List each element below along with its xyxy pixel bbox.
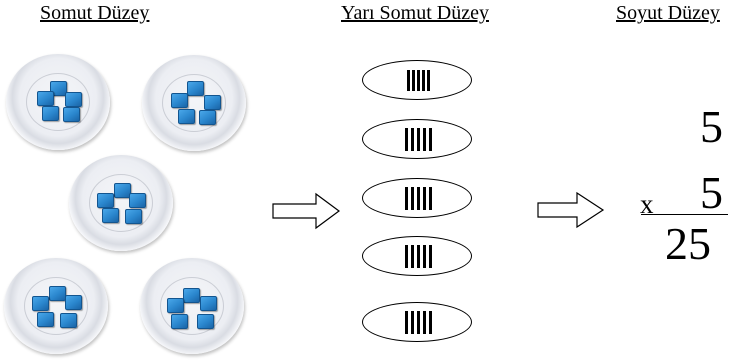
tally-group-oval [362,236,472,276]
tally-group-oval [362,302,472,342]
heading-abstract-level: Soyut Düzey [616,2,720,24]
plate-3 [69,155,173,251]
cube [42,106,59,121]
cube [97,193,114,208]
cube [197,314,214,329]
cube [199,110,216,125]
cube [63,107,80,122]
cube [49,286,66,301]
cube [125,209,142,224]
cube [60,313,77,328]
plate-4 [4,258,108,354]
cube [65,92,82,107]
plate-5 [140,258,244,354]
plate-2 [142,55,246,151]
tally-group-oval [362,60,472,100]
cube [32,296,49,311]
tally-group-oval [362,119,472,159]
tally-marks [405,187,433,210]
cube [187,81,204,96]
plate-1 [6,54,110,150]
right-arrow-icon [537,191,605,229]
heading-concrete-level: Somut Düzey [40,2,150,24]
cube [204,95,221,110]
tally-marks [405,311,433,334]
multiplication-result: 25 [665,218,711,269]
tally-marks [407,70,430,91]
tally-group-oval [362,178,472,218]
cube [37,312,54,327]
multiplicand: 5 [700,101,723,152]
cube [167,298,184,313]
cube [129,193,146,208]
cube [171,93,188,108]
cube [114,183,131,198]
right-arrow-icon [272,192,341,230]
multiplication-sign: x [640,189,654,219]
cube [183,288,200,303]
tally-marks [405,245,433,268]
cube [171,314,188,329]
result-line [641,214,728,215]
multiplier: 5 [700,167,723,218]
cube [50,81,67,96]
cube [200,296,217,311]
heading-semi-concrete-level: Yarı Somut Düzey [341,2,489,24]
cube [37,91,54,106]
cube [178,109,195,124]
tally-marks [405,128,433,151]
cube [65,295,82,310]
cube [102,208,119,223]
